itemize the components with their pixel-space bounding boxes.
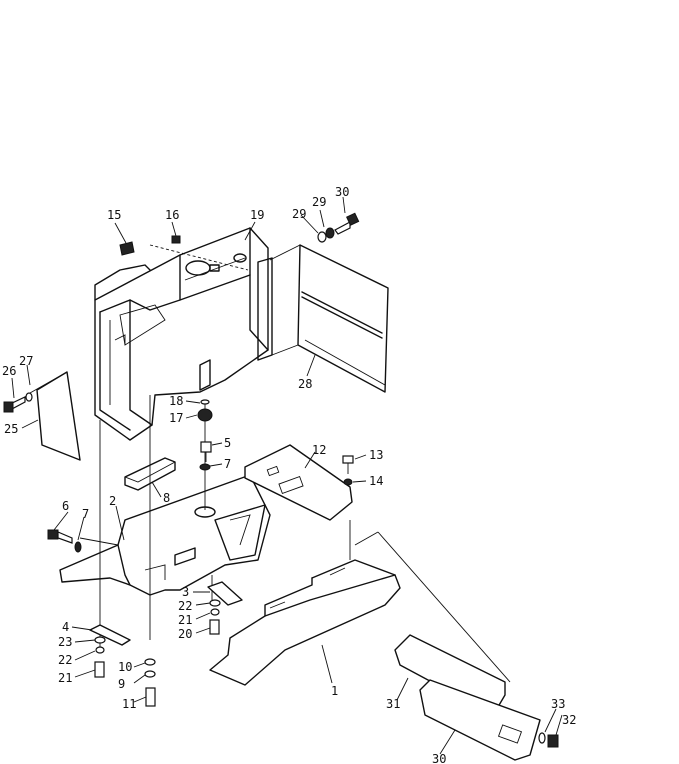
callout-17: 16 — [165, 208, 179, 222]
gusset-bracket — [394, 634, 506, 713]
callout-7-upper: 7 — [224, 457, 231, 471]
support-plate — [244, 444, 353, 521]
callout-21-right: 21 — [178, 613, 192, 627]
callout-25: 27 — [19, 354, 33, 368]
callout-3: 3 — [182, 585, 189, 599]
callout-26: 28 — [298, 377, 312, 391]
callout-19: 18 — [169, 394, 183, 408]
callout-32: 32 — [562, 713, 576, 727]
callout-20-right: 20 — [178, 627, 192, 641]
callout-23: 25 — [4, 422, 18, 436]
leader-lines — [11, 196, 563, 755]
callout-30: 30 — [432, 752, 446, 764]
callout-16: 15 — [107, 208, 121, 222]
hardware — [3, 212, 559, 748]
callout-12: 12 — [312, 443, 326, 457]
callout-24: 26 — [2, 364, 16, 378]
callout-20-left: 21 — [58, 671, 72, 685]
callout-33: 33 — [551, 697, 565, 711]
callout-6: 6 — [62, 499, 69, 513]
callout-31: 31 — [386, 697, 400, 711]
callout-5: 5 — [224, 436, 231, 450]
alignment-lines — [29, 244, 511, 683]
callout-15: 19 — [250, 208, 264, 222]
side-cover-panel — [297, 244, 389, 393]
callout-10: 9 — [118, 677, 125, 691]
callout-1: 1 — [331, 684, 338, 698]
callout-22-left: 23 — [58, 635, 72, 649]
callout-2: 2 — [109, 494, 116, 508]
housing-frame — [94, 227, 273, 441]
callout-8: 8 — [163, 491, 170, 505]
callout-4: 4 — [62, 620, 69, 634]
callout-11: 10 — [118, 660, 132, 674]
base-frame — [59, 474, 271, 596]
callout-18: 17 — [169, 411, 183, 425]
callout-9: 11 — [122, 697, 136, 711]
callout-29: 29 — [312, 195, 326, 209]
callout-22-right: 22 — [178, 599, 192, 613]
callout-28: 30 — [335, 185, 349, 199]
callout-labels: 15 16 19 30 29 29 28 27 26 25 18 17 5 7 … — [2, 185, 576, 764]
callout-27: 29 — [292, 207, 306, 221]
callout-13: 13 — [369, 448, 383, 462]
step-plate — [209, 559, 401, 686]
callout-14: 14 — [369, 474, 383, 488]
callout-7-lower: 7 — [82, 507, 89, 521]
callout-21-left: 22 — [58, 653, 72, 667]
base-cover — [419, 679, 541, 761]
